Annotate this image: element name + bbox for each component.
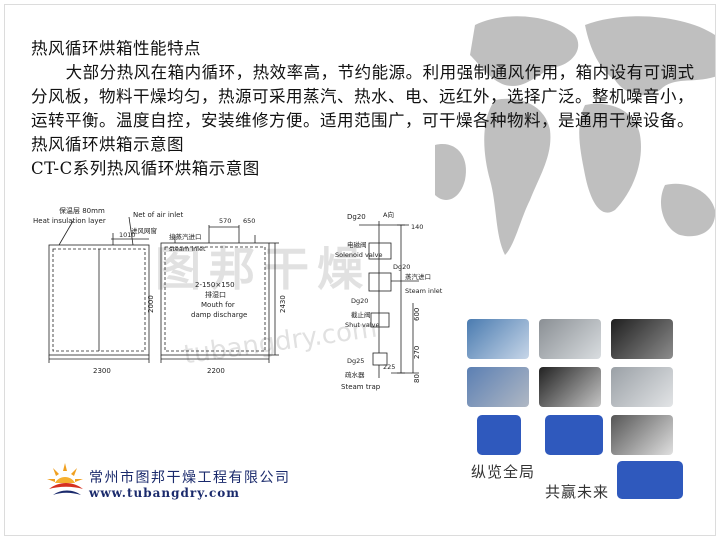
steam-inlet-cn: 接蒸汽进口 <box>169 232 202 241</box>
company-website: www.tubangdry.com <box>89 486 241 500</box>
air-window-label: 进风网窗 <box>131 226 157 235</box>
dim-2200: 2200 <box>207 367 225 375</box>
slogan-line-1: 纵览全局 <box>471 463 536 481</box>
equipment-photo-2 <box>539 319 601 359</box>
dim-270: 270 <box>413 346 421 359</box>
dim-2300: 2300 <box>93 367 111 375</box>
heat-layer-cn: 保温层 80mm <box>59 206 105 215</box>
dg20-top: Dg20 <box>347 213 366 221</box>
steam-trap-en: Steam trap <box>341 383 381 391</box>
company-logo <box>47 463 83 495</box>
photo-collage <box>467 319 687 499</box>
diagram-subheading: CT-C系列热风循环烘箱示意图 <box>31 159 260 178</box>
dim-600: 600 <box>413 308 421 321</box>
steam-inlet2-cn: 蒸汽进口 <box>405 272 431 281</box>
accent-square-3 <box>617 461 683 499</box>
oven-schematic-diagram: 保温层 80mm Heat insulation layer Net of ai… <box>29 203 449 403</box>
slide-frame: 热风循环烘箱性能特点 大部分热风在箱内循环，热效率高，节约能源。利用强制通风作用… <box>4 4 716 536</box>
shut-cn: 截止阀 <box>351 310 371 319</box>
equipment-photo-6 <box>611 367 673 407</box>
feature-description: 大部分热风在箱内循环，热效率高，节约能源。利用强制通风作用，箱内设有可调式分风板… <box>31 63 695 130</box>
dg25: Dg25 <box>347 357 364 365</box>
dim-1010: 1010 <box>119 231 136 239</box>
diagram-heading: 热风循环烘箱示意图 <box>31 135 184 154</box>
heat-layer-en: Heat insulation layer <box>33 217 106 225</box>
schematic-svg: 保温层 80mm Heat insulation layer Net of ai… <box>33 206 443 391</box>
slogan-line-2: 共赢未来 <box>545 483 610 501</box>
equipment-photo-7 <box>611 415 673 455</box>
world-map-background <box>435 16 715 255</box>
dim-2430: 2430 <box>279 295 287 313</box>
mouth-size: 2-150×150 <box>195 281 235 289</box>
solenoid-en: Solenoid valve <box>335 251 382 259</box>
mouth-en-1: Mouth for <box>201 301 235 309</box>
section-title: 热风循环烘箱性能特点 <box>31 39 201 58</box>
solenoid-cn: 电磁阀 <box>347 240 367 249</box>
dim-225: 225 <box>383 363 395 371</box>
steam-inlet2-en: Steam inlet <box>405 287 443 295</box>
accent-square-1 <box>477 415 521 455</box>
mouth-cn: 排湿口 <box>205 290 226 299</box>
equipment-photo-5 <box>539 367 601 407</box>
mouth-en-2: damp discharge <box>191 311 247 319</box>
shut-en: Shut valve <box>345 321 379 329</box>
equipment-photo-4 <box>467 367 529 407</box>
steam-trap-cn: 疏水器 <box>345 370 365 379</box>
dim-140: 140 <box>411 223 423 231</box>
watermark-logo-text: 图邦干燥 <box>155 242 371 296</box>
dim-2000: 2000 <box>147 295 155 313</box>
dg20-mid: Dg20 <box>393 263 410 271</box>
dg20-low: Dg20 <box>351 297 368 305</box>
accent-square-2 <box>545 415 603 455</box>
equipment-photo-3 <box>611 319 673 359</box>
steam-inlet-en: steam inlet <box>169 245 206 253</box>
text-block: 热风循环烘箱性能特点 大部分热风在箱内循环，热效率高，节约能源。利用强制通风作用… <box>31 37 707 181</box>
dim-570: 570 <box>219 217 231 225</box>
dim-650: 650 <box>243 217 255 225</box>
equipment-photo-1 <box>467 319 529 359</box>
dim-80: 80 <box>413 374 421 383</box>
net-air-inlet-label: Net of air inlet <box>133 211 183 219</box>
a-direction-top: A向 <box>383 210 394 219</box>
company-name: 常州市图邦干燥工程有限公司 <box>89 470 291 486</box>
